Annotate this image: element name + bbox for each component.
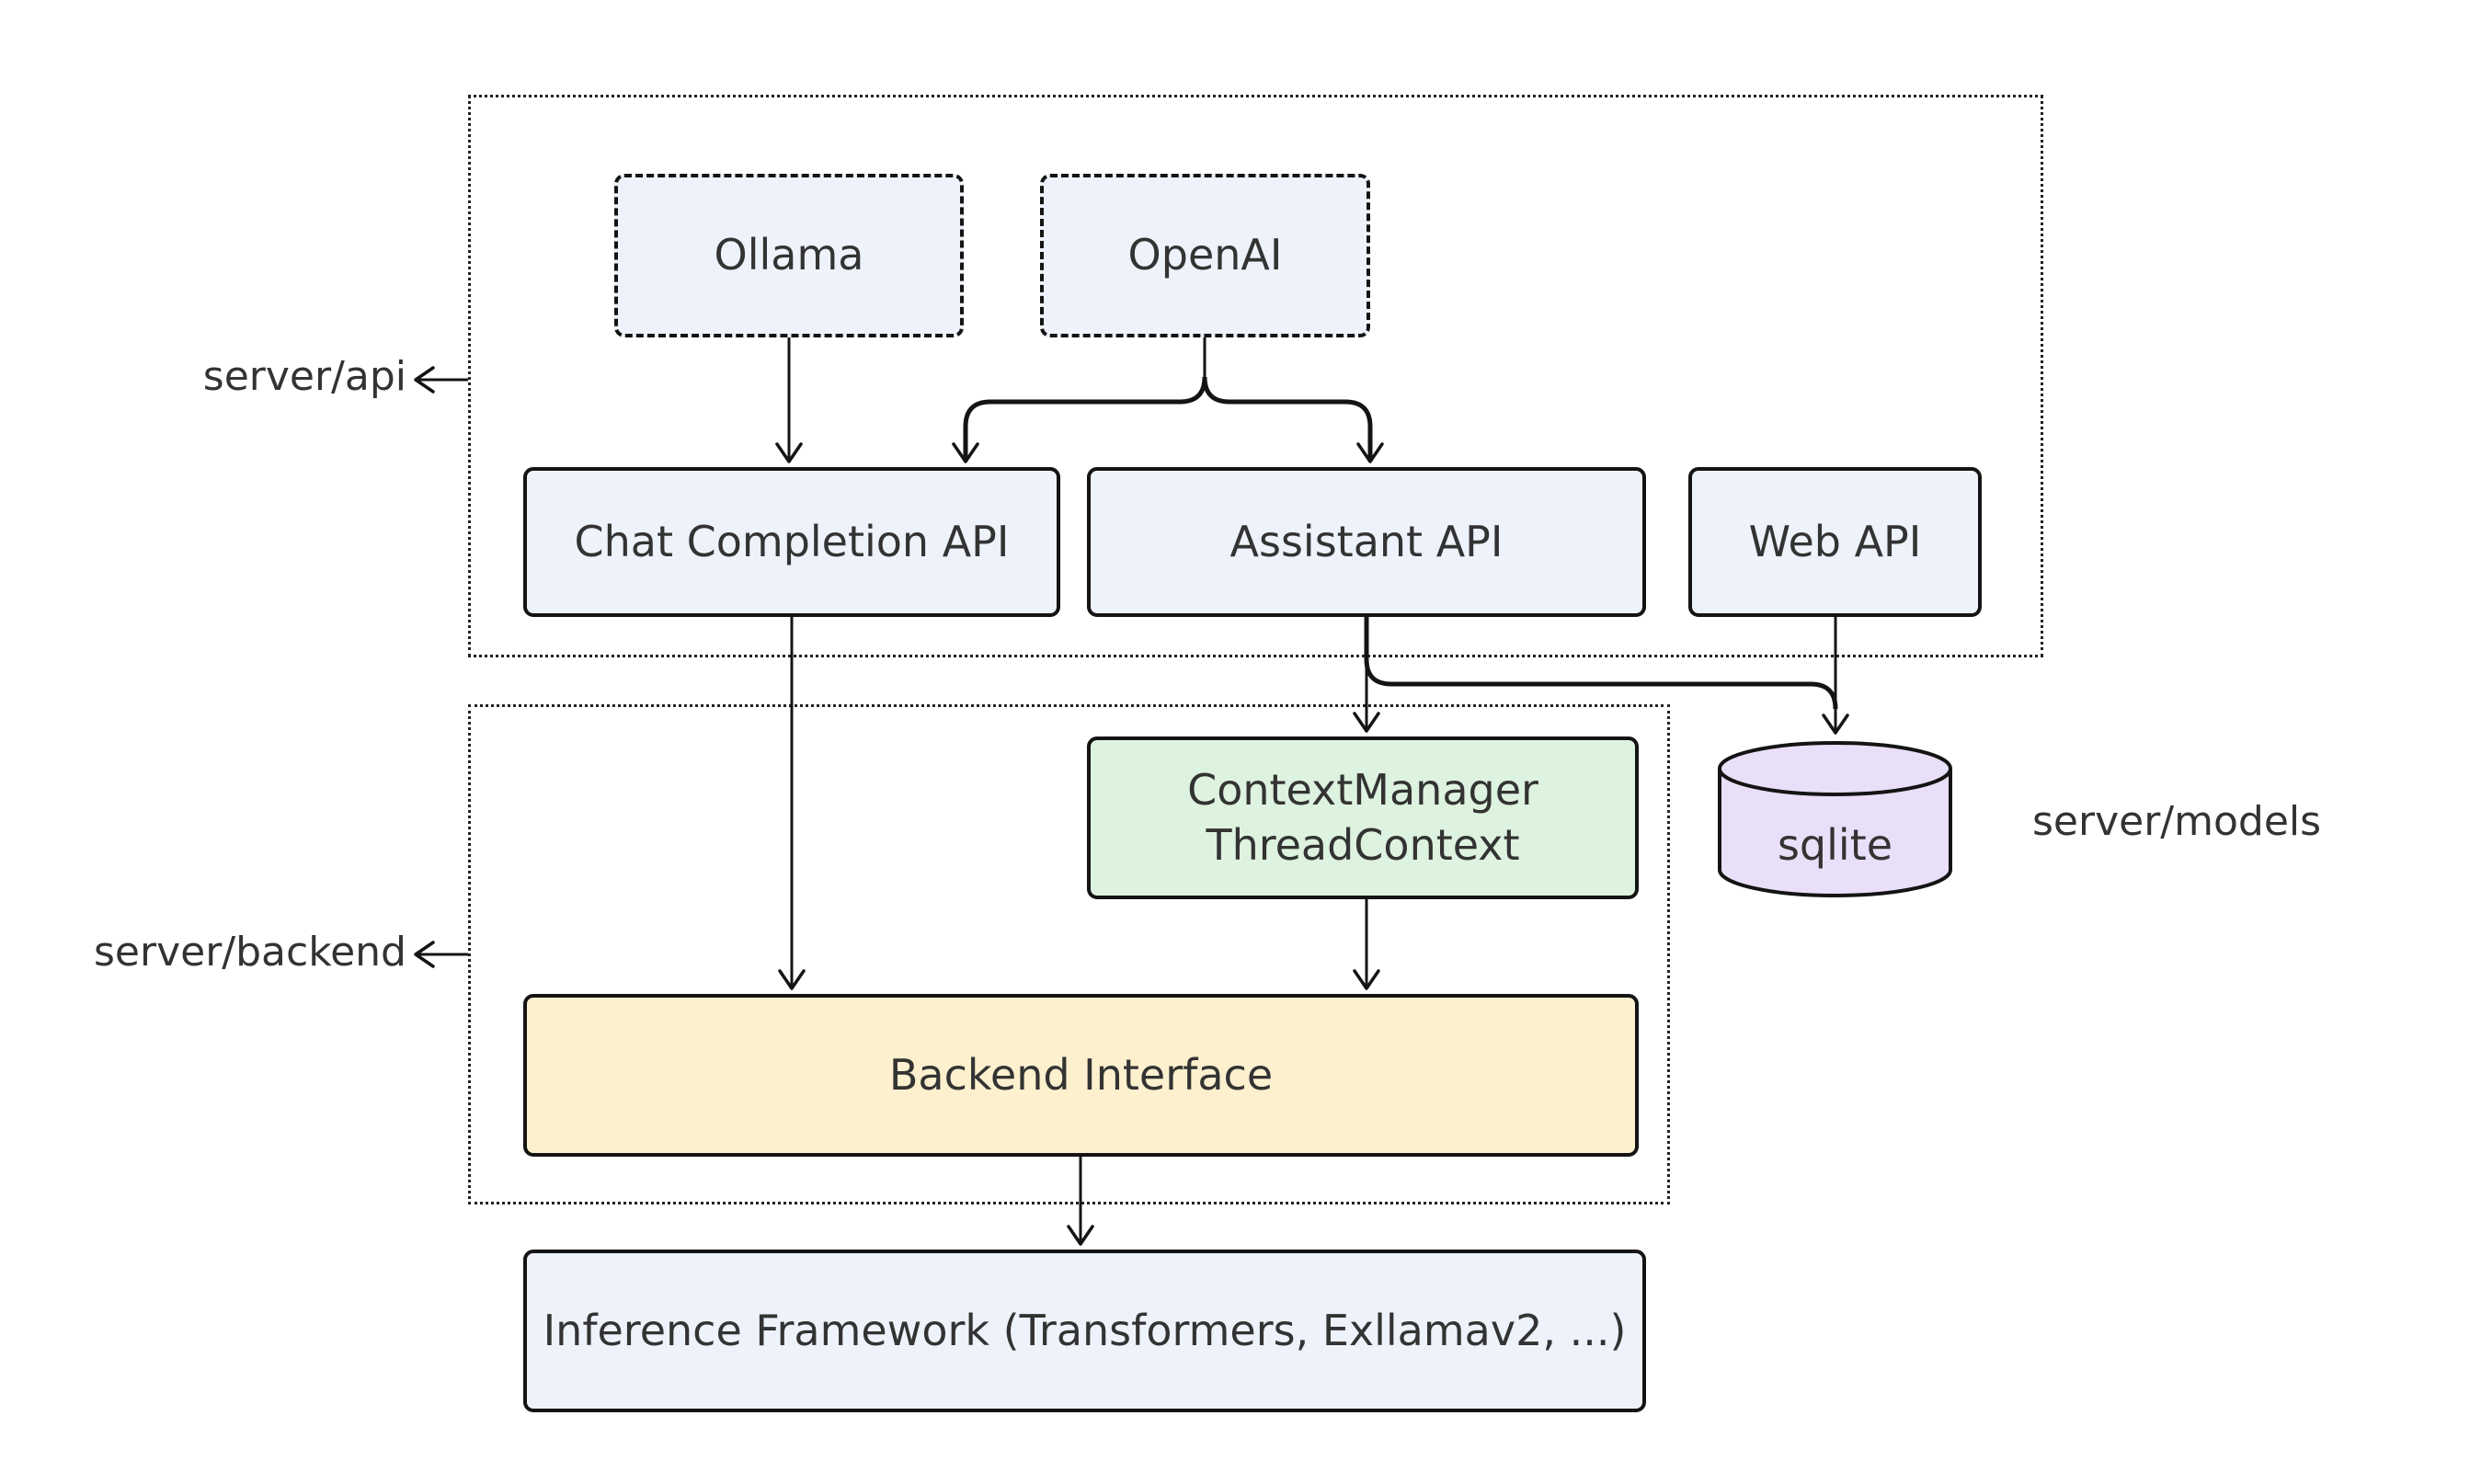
node-context-manager-line2: ThreadContext	[1206, 819, 1520, 870]
node-sqlite: sqlite	[1717, 739, 1953, 899]
server-backend-group-border	[468, 704, 1670, 1204]
node-web-api: Web API	[1688, 467, 1982, 617]
node-ollama: Ollama	[614, 174, 964, 337]
node-inference-framework-label: Inference Framework (Transformers, Exlla…	[543, 1305, 1627, 1355]
node-openai-label: OpenAI	[1127, 230, 1283, 280]
label-server-models: server/models	[2032, 798, 2322, 845]
label-server-backend: server/backend	[94, 929, 406, 976]
node-sqlite-label: sqlite	[1777, 820, 1893, 870]
node-openai: OpenAI	[1040, 174, 1370, 337]
node-ollama-label: Ollama	[714, 230, 864, 280]
database-cylinder-shape	[1718, 741, 1952, 897]
server-api-group-border	[468, 95, 2043, 657]
node-context-manager-line1: ContextManager	[1187, 764, 1538, 815]
node-assistant-api-label: Assistant API	[1229, 516, 1504, 566]
node-backend-interface-label: Backend Interface	[888, 1049, 1274, 1100]
node-inference-framework: Inference Framework (Transformers, Exlla…	[523, 1250, 1646, 1412]
node-assistant-api: Assistant API	[1087, 467, 1646, 617]
node-chat-completion-api: Chat Completion API	[523, 467, 1060, 617]
label-server-api: server/api	[202, 353, 406, 400]
node-backend-interface: Backend Interface	[523, 994, 1639, 1157]
node-web-api-label: Web API	[1748, 516, 1922, 566]
node-context-manager: ContextManager ThreadContext	[1087, 736, 1639, 899]
node-chat-completion-api-label: Chat Completion API	[574, 516, 1010, 566]
